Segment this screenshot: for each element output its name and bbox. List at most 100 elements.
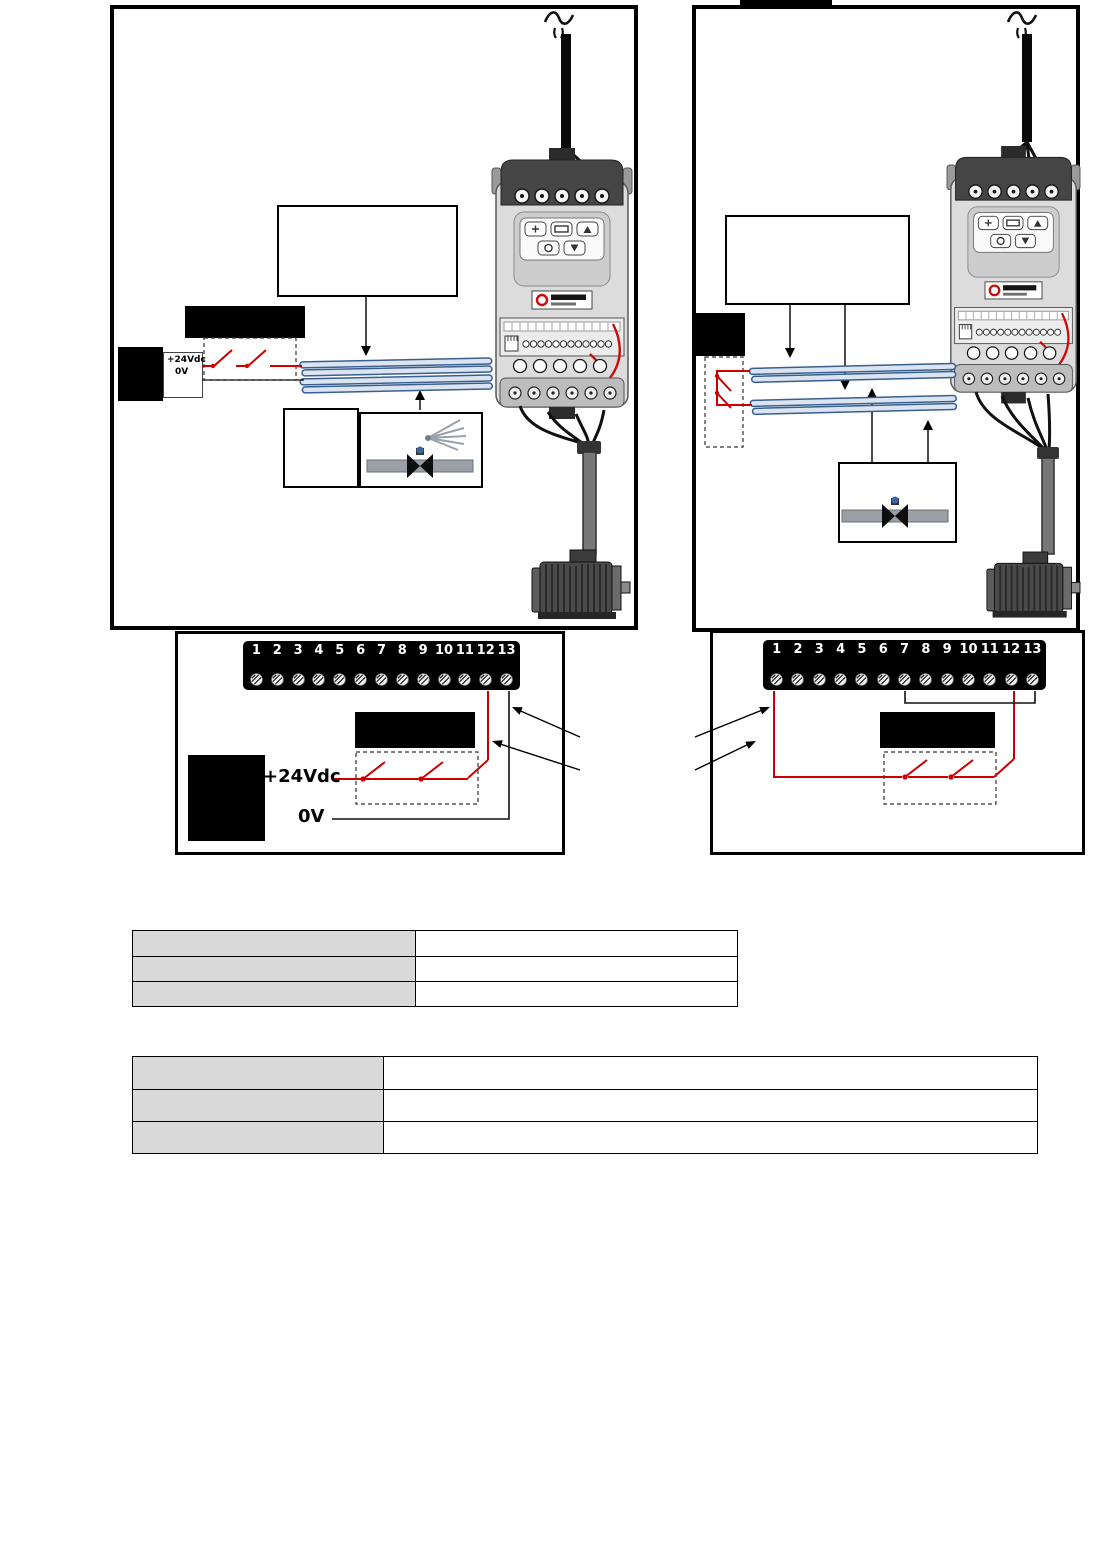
left-equipment-box: [283, 408, 359, 488]
spec-table-2: [132, 1056, 1038, 1154]
supply-label-box: +24Vdc 0V: [163, 352, 206, 398]
terminal: 3: [288, 643, 309, 688]
table-cell: [133, 1090, 384, 1121]
terminal-screw-icon: [291, 673, 305, 686]
table-row: [133, 956, 737, 981]
right-label-redaction: [695, 313, 745, 356]
left-callout-box: [277, 205, 458, 297]
supply-zero-label: 0V: [175, 366, 189, 377]
terminal: 10: [958, 642, 979, 688]
table-cell: [384, 1122, 1037, 1153]
terminal: 5: [329, 643, 350, 688]
terminal-screw-icon: [354, 673, 367, 686]
terminal: 10: [434, 643, 455, 688]
terminal-screw-icon: [250, 673, 263, 686]
terminal: 7: [371, 643, 392, 688]
plus24-label: +24Vdc: [263, 766, 341, 787]
terminal-screw-icon: [791, 673, 805, 686]
table-row: [133, 1089, 1037, 1121]
right-valve-box: [838, 462, 957, 543]
terminal-screw-icon: [1026, 673, 1039, 686]
terminal-screw-icon: [333, 673, 347, 686]
terminal: 13: [496, 643, 517, 688]
terminal: 13: [1022, 642, 1043, 688]
terminal-screw-icon: [876, 673, 890, 686]
terminal-screw-icon: [919, 673, 933, 686]
table-cell: [384, 1090, 1037, 1121]
terminal-screw-icon: [271, 673, 284, 686]
terminal-number: 11: [455, 643, 474, 658]
terminal-screw-icon: [855, 673, 869, 686]
left-valve-box: [359, 412, 483, 488]
terminal-number: 2: [272, 643, 282, 658]
terminal-number: 10: [434, 643, 454, 658]
terminal-number: 6: [878, 642, 888, 657]
terminal: 2: [267, 643, 288, 688]
terminal-screw-icon: [375, 673, 388, 686]
terminal-screw-icon: [312, 673, 326, 686]
terminal-screw-icon: [834, 673, 847, 686]
terminal-number: 7: [900, 642, 910, 657]
terminal-number: 5: [335, 643, 345, 658]
terminal: 2: [787, 642, 808, 688]
terminal-number: 4: [314, 643, 324, 658]
terminal: 8: [915, 642, 936, 688]
table-cell: [416, 982, 737, 1006]
right-switch-label-redaction: [880, 712, 995, 748]
terminal: 9: [413, 643, 434, 688]
terminal-screw-icon: [437, 673, 451, 686]
terminal-screw-icon: [396, 673, 409, 686]
table-cell: [133, 1122, 384, 1153]
terminal-number: 7: [376, 643, 386, 658]
terminal: 3: [809, 642, 830, 688]
table-cell: [133, 1057, 384, 1089]
terminal-number: 1: [251, 643, 261, 658]
table-cell: [416, 957, 737, 981]
terminal-screw-icon: [416, 673, 430, 686]
terminal: 11: [979, 642, 1000, 688]
terminal-screw-icon: [940, 673, 954, 686]
terminal-screw-icon: [479, 673, 492, 686]
table-row: [133, 1121, 1037, 1153]
terminal-screw-icon: [898, 673, 911, 686]
table-row: [133, 1057, 1037, 1089]
table-cell: [133, 931, 416, 956]
terminal-number: 13: [497, 643, 516, 658]
terminal-screw-icon: [500, 673, 513, 686]
zero-volt-label: 0V: [298, 806, 325, 827]
right-callout-box: [725, 215, 910, 305]
terminal-number: 2: [793, 642, 803, 657]
terminal: 11: [454, 643, 475, 688]
terminal: 1: [246, 643, 267, 688]
table-cell: [133, 982, 416, 1006]
terminal: 12: [1000, 642, 1021, 688]
table-cell: [384, 1057, 1037, 1089]
terminal-number: 1: [772, 642, 782, 657]
terminal: 7: [894, 642, 915, 688]
terminal: 8: [392, 643, 413, 688]
terminal: 6: [873, 642, 894, 688]
terminal: 1: [766, 642, 787, 688]
left-switch-label-redaction: [355, 712, 475, 748]
terminal-number: 8: [921, 642, 931, 657]
terminal-number: 12: [1002, 642, 1021, 657]
terminal-screw-icon: [983, 673, 997, 686]
terminal: 5: [851, 642, 872, 688]
terminal-number: 10: [959, 642, 978, 657]
top-redaction-bar: [740, 0, 832, 8]
terminal-screw-icon: [458, 673, 472, 686]
terminal-number: 9: [942, 642, 952, 657]
left-supply-source-redaction: [188, 755, 265, 841]
terminal-number: 9: [418, 643, 428, 658]
terminal-number: 6: [356, 643, 366, 658]
terminal-number: 3: [293, 643, 303, 658]
terminal: 4: [309, 643, 330, 688]
terminal-number: 11: [980, 642, 999, 657]
left-label-redaction: [185, 306, 305, 338]
terminal: 12: [475, 643, 496, 688]
terminal: 6: [350, 643, 371, 688]
terminal-number: 3: [814, 642, 824, 657]
